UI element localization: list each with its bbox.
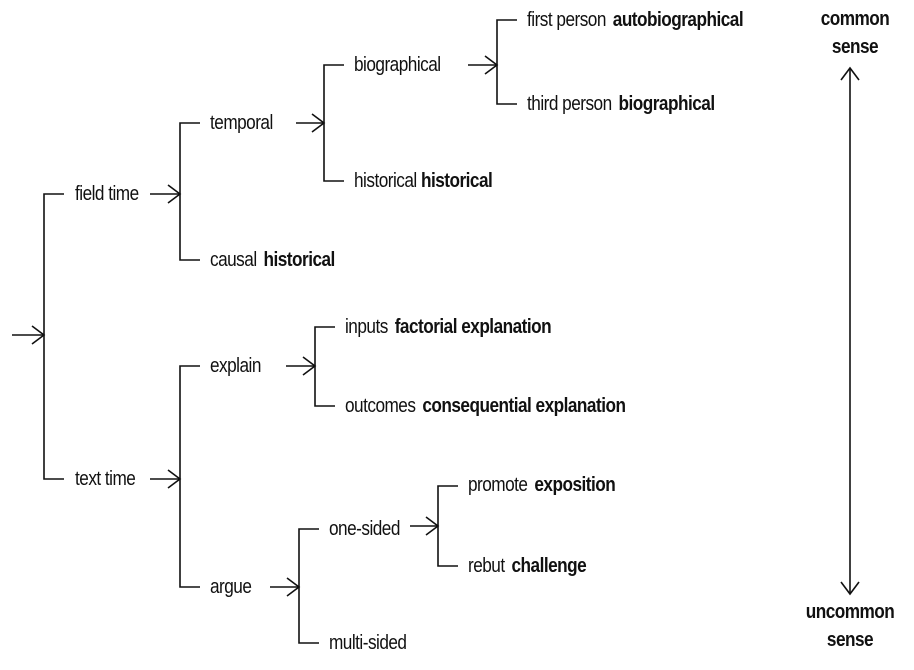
node-label: inputs [345, 316, 388, 338]
field-time-arrow [150, 184, 182, 204]
argue-bracket [298, 528, 319, 644]
genre-label: challenge [511, 555, 587, 577]
sense-scale-double-arrow [840, 66, 860, 596]
node-label: biographical [354, 54, 441, 76]
entry-arrow [12, 325, 46, 345]
explain-arrow [286, 356, 317, 376]
one-sided-bracket [437, 485, 458, 567]
explain-bracket [314, 326, 335, 407]
text-time-arrow [150, 469, 182, 489]
node-label: rebut [468, 555, 505, 577]
scale-top-label: common sense [808, 5, 903, 61]
genre-label: biographical [618, 93, 716, 115]
text-time-bracket [179, 365, 200, 588]
node-temporal: temporal [210, 111, 273, 135]
biographical-arrow [468, 55, 499, 75]
node-one-sided: one-sided [329, 517, 400, 541]
node-historical: historical historical [354, 169, 493, 193]
node-biographical: biographical [354, 53, 441, 77]
scale-top-line2: sense [831, 36, 879, 58]
node-multi-sided: multi-sided [329, 631, 407, 655]
node-explain: explain [210, 354, 261, 378]
node-first-person: first person autobiographical [527, 8, 744, 32]
node-promote: promote exposition [468, 473, 616, 497]
genre-label: historical [263, 249, 336, 271]
node-label: first person [527, 9, 606, 31]
scale-bottom-line1: uncommon [805, 601, 895, 623]
node-label: explain [210, 355, 261, 377]
scale-bottom-line2: sense [826, 629, 874, 651]
node-label: third person [527, 93, 612, 115]
biographical-bracket [496, 19, 517, 105]
temporal-arrow [296, 113, 326, 133]
node-outcomes: outcomes consequential explanation [345, 394, 626, 418]
node-text-time: text time [75, 467, 136, 491]
node-label: promote [468, 474, 528, 496]
scale-bottom-label: uncommon sense [803, 598, 898, 654]
node-inputs: inputs factorial explanation [345, 315, 552, 339]
scale-top-line1: common [820, 8, 890, 30]
argue-arrow [270, 577, 301, 597]
node-field-time: field time [75, 182, 139, 206]
node-label: field time [75, 183, 139, 205]
node-label: one-sided [329, 518, 400, 540]
genre-label: historical [420, 170, 493, 192]
genre-label: exposition [534, 474, 616, 496]
node-rebut: rebut challenge [468, 554, 587, 578]
node-label: argue [210, 576, 252, 598]
node-argue: argue [210, 575, 252, 599]
node-label: multi-sided [329, 632, 407, 654]
node-label: historical [354, 170, 417, 192]
node-label: text time [75, 468, 136, 490]
genre-label: consequential explanation [422, 395, 626, 417]
one-sided-arrow [410, 516, 440, 536]
node-label: outcomes [345, 395, 416, 417]
genre-label: factorial explanation [394, 316, 552, 338]
node-third-person: third person biographical [527, 92, 715, 116]
genre-label: autobiographical [612, 9, 744, 31]
node-causal: causal historical [210, 248, 335, 272]
root-bracket [43, 193, 64, 480]
node-label: temporal [210, 112, 273, 134]
node-label: causal [210, 249, 257, 271]
temporal-bracket [323, 64, 344, 182]
field-time-bracket [179, 122, 200, 261]
